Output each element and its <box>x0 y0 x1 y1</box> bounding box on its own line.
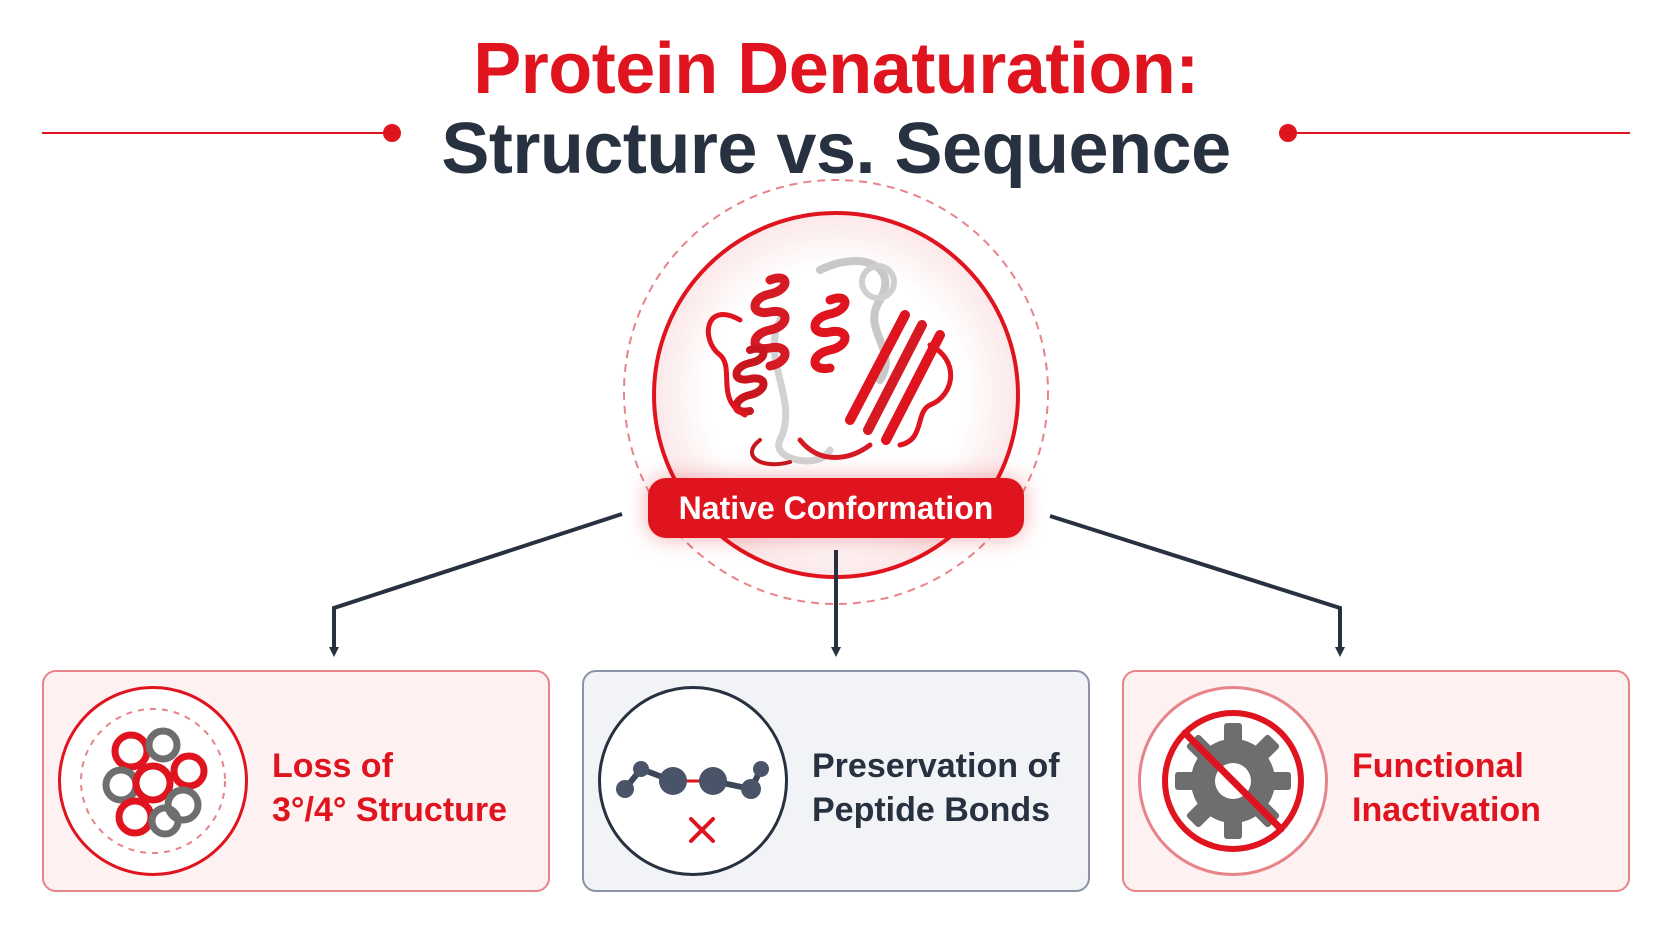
right-decorative-line <box>1297 132 1630 134</box>
card-functional-line-1: Functional <box>1352 747 1524 785</box>
crossed-gear-icon <box>1138 686 1328 876</box>
left-decorative-dot <box>383 124 401 142</box>
arrow-to-loss-of-structure <box>329 512 623 657</box>
card-peptide-line-2: Peptide Bonds <box>812 791 1051 829</box>
title-line-2: Structure vs. Sequence <box>441 109 1231 189</box>
card-functional-inactivation: Functional Inactivation <box>1122 670 1630 892</box>
card-loss-of-structure: Loss of 3°/4° Structure <box>42 670 550 892</box>
card-loss-line-2: 3°/4° Structure <box>272 791 508 829</box>
card-functional-line-2: Inactivation <box>1352 791 1541 829</box>
card-functional-text: Functional Inactivation <box>1352 744 1541 832</box>
card-peptide-bonds-text: Preservation of Peptide Bonds <box>812 744 1060 832</box>
card-loss-of-structure-text: Loss of 3°/4° Structure <box>272 744 507 832</box>
native-conformation-label: Native Conformation <box>648 478 1024 538</box>
peptide-chain-icon <box>598 686 788 876</box>
left-decorative-line <box>42 132 387 134</box>
tangled-protein-icon <box>58 686 248 876</box>
card-loss-line-1: Loss of <box>272 747 393 785</box>
native-outer-dashed-ring <box>623 179 1049 605</box>
card-peptide-bonds: Preservation of Peptide Bonds <box>582 670 1090 892</box>
right-decorative-dot <box>1279 124 1297 142</box>
title-line-1: Protein Denaturation: <box>473 29 1199 109</box>
card-peptide-line-1: Preservation of <box>812 747 1060 785</box>
arrow-to-functional-inactivation <box>1049 514 1345 657</box>
folded-protein-icon <box>705 257 954 467</box>
